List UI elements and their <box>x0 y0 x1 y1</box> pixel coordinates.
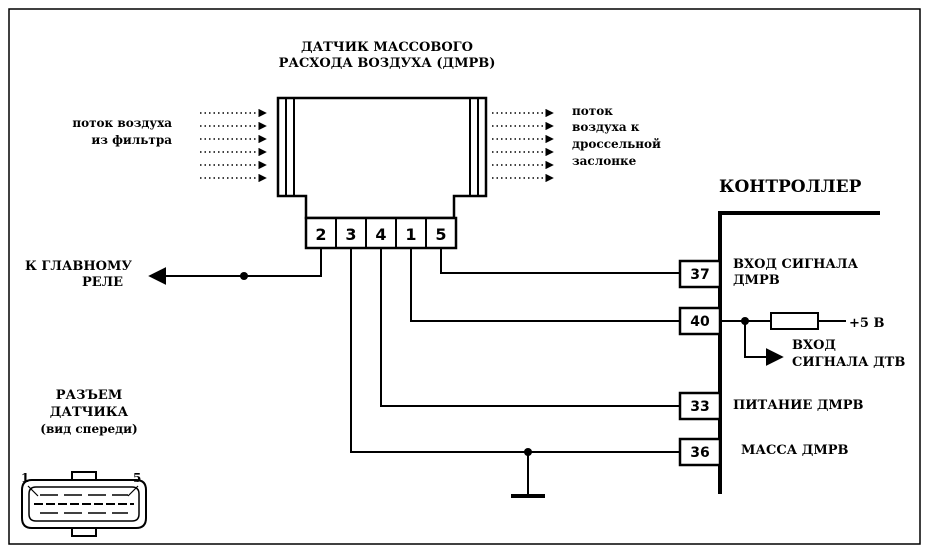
pin-37-label-line2: ДМРВ <box>733 273 780 288</box>
diagram-frame <box>8 8 921 545</box>
junction-relay <box>240 272 248 280</box>
sensor-pin-block <box>304 216 458 250</box>
connector-label-line2: ДАТЧИКА <box>50 405 129 420</box>
connector-pin-first-label: 1 <box>21 471 29 485</box>
wire-temp-signal <box>744 321 784 366</box>
pin-36-label: МАССА ДМРВ <box>741 443 849 458</box>
sensor-title-line2: РАСХОДА ВОЗДУХА (ДМРВ) <box>279 56 496 71</box>
wire-pin1-to-40 <box>410 248 680 322</box>
pin-40-label-line2: СИГНАЛА ДТВ <box>792 355 905 370</box>
pin-40-label-line1: ВХОД <box>792 338 836 353</box>
airflow-out-label-line1: поток <box>572 104 613 118</box>
controller-pin-33: 33 <box>678 391 722 421</box>
airflow-in-label-line1: поток воздуха <box>72 116 172 130</box>
wire-pin3-to-36 <box>350 248 680 453</box>
connector-label-line1: РАЗЪЕМ <box>56 388 122 403</box>
sensor-title-line1: ДАТЧИК МАССОВОГО <box>301 40 473 55</box>
sensor-pin-1: 1 <box>405 225 416 244</box>
controller-pin-37: 37 <box>678 259 722 289</box>
controller-pin-33-number: 33 <box>690 399 709 415</box>
controller-pin-40: 40 <box>678 306 722 336</box>
sensor-pin-3: 3 <box>345 225 356 244</box>
supply-5v-label: +5 В <box>849 316 884 331</box>
airflow-in-arrows <box>200 108 267 183</box>
controller-pin-37-number: 37 <box>690 267 709 283</box>
relay-label-line2: РЕЛЕ <box>82 275 123 290</box>
connector-label-line3: (вид спереди) <box>40 422 137 436</box>
sensor-pin-5: 5 <box>435 225 446 244</box>
wire-pin5-to-37 <box>440 248 680 274</box>
maf-sensor: 2 3 4 1 5 <box>276 96 488 250</box>
sensor-housing <box>276 96 488 220</box>
pin-33-label: ПИТАНИЕ ДМРВ <box>733 398 864 413</box>
pullup-resistor <box>770 312 819 330</box>
relay-label-line1: К ГЛАВНОМУ <box>25 259 132 274</box>
sensor-pin-2: 2 <box>315 225 326 244</box>
airflow-out-label-line4: заслонке <box>572 154 637 168</box>
controller-pin-36: 36 <box>678 437 722 467</box>
controller-title: КОНТРОЛЛЕР <box>719 177 862 197</box>
wire-main-relay <box>148 248 322 285</box>
controller-pin-36-number: 36 <box>690 445 709 461</box>
controller-pin-40-number: 40 <box>690 314 710 330</box>
airflow-out-label-line3: дроссельной <box>572 137 661 151</box>
airflow-out-label-line2: воздуха к <box>572 120 640 134</box>
airflow-out-arrows <box>492 108 554 183</box>
airflow-in-label-line2: из фильтра <box>91 133 172 147</box>
pin-37-label-line1: ВХОД СИГНАЛА <box>733 257 858 272</box>
connector-front-view <box>21 471 147 537</box>
sensor-pin-4: 4 <box>375 225 386 244</box>
wire-pin4-to-33 <box>380 248 680 407</box>
junction-ground <box>524 448 532 456</box>
connector-pin-last-label: 5 <box>133 471 141 485</box>
